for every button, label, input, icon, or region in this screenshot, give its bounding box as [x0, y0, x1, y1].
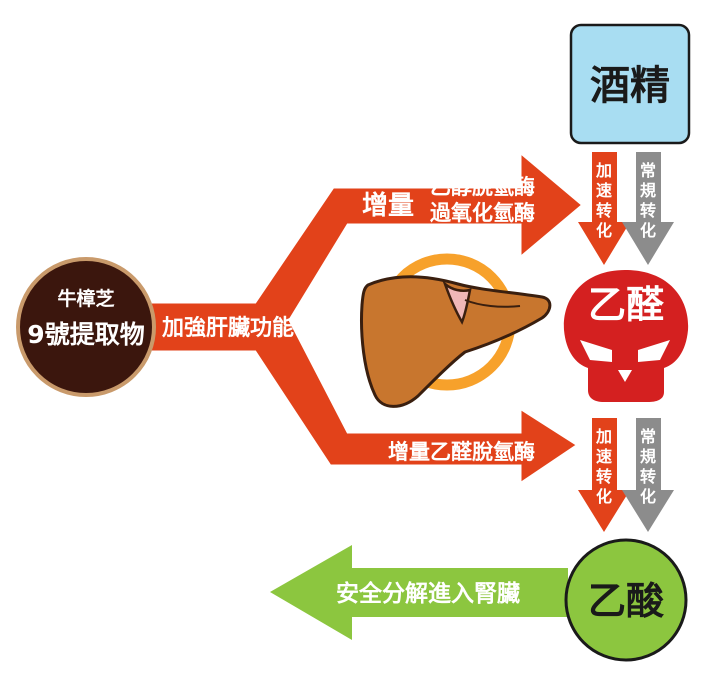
svg-text:转: 转	[640, 201, 656, 220]
upper-accelerated-arrow: 加 速 转 化	[578, 152, 630, 265]
svg-text:加: 加	[595, 427, 612, 446]
svg-text:化: 化	[596, 487, 612, 506]
lower-branch-label: 增量乙醛脫氫酶	[388, 440, 535, 464]
svg-text:化: 化	[640, 487, 656, 506]
svg-text:過氧化氫酶: 過氧化氫酶	[430, 201, 535, 225]
svg-text:化: 化	[596, 221, 612, 240]
lower-normal-arrow: 常 規 转 化	[622, 418, 674, 532]
alcohol-box: 酒精	[569, 23, 691, 145]
kidney-arrow: 安全分解進入腎臟	[270, 545, 568, 640]
skull-icon: 乙醛	[563, 270, 689, 402]
acetic-acid-node: 乙酸	[564, 538, 688, 662]
svg-text:加: 加	[595, 161, 612, 180]
source-extract: 9號提取物	[27, 320, 144, 349]
liver-function-arrow	[148, 148, 586, 487]
svg-text:增量: 增量	[362, 190, 414, 221]
svg-text:常: 常	[640, 427, 656, 446]
upper-normal-arrow: 常 規 转 化	[622, 152, 674, 265]
main-arrow-label: 加強肝臟功能	[161, 315, 294, 341]
kidney-arrow-label: 安全分解進入腎臟	[336, 580, 520, 607]
liver-icon	[360, 253, 552, 408]
svg-text:規: 規	[640, 447, 656, 466]
alcohol-label: 酒精	[590, 63, 670, 109]
svg-text:转: 转	[596, 201, 612, 220]
svg-text:速: 速	[596, 447, 612, 466]
svg-text:转: 转	[596, 467, 612, 486]
svg-text:規: 規	[640, 181, 656, 200]
svg-text:乙醇脫氫酶: 乙醇脫氫酶	[430, 175, 535, 199]
source-node: 牛樟芝 9號提取物	[16, 257, 156, 397]
svg-text:化: 化	[640, 221, 656, 240]
acetaldehyde-label: 乙醛	[588, 283, 664, 327]
source-name: 牛樟芝	[57, 287, 114, 310]
upper-branch-label: 增量 乙醇脫氫酶 過氧化氫酶	[362, 175, 535, 225]
svg-text:常: 常	[640, 161, 656, 180]
lower-accelerated-arrow: 加 速 转 化	[578, 418, 630, 532]
acetic-acid-label: 乙酸	[588, 579, 665, 623]
svg-text:速: 速	[596, 181, 612, 200]
svg-text:转: 转	[640, 467, 656, 486]
